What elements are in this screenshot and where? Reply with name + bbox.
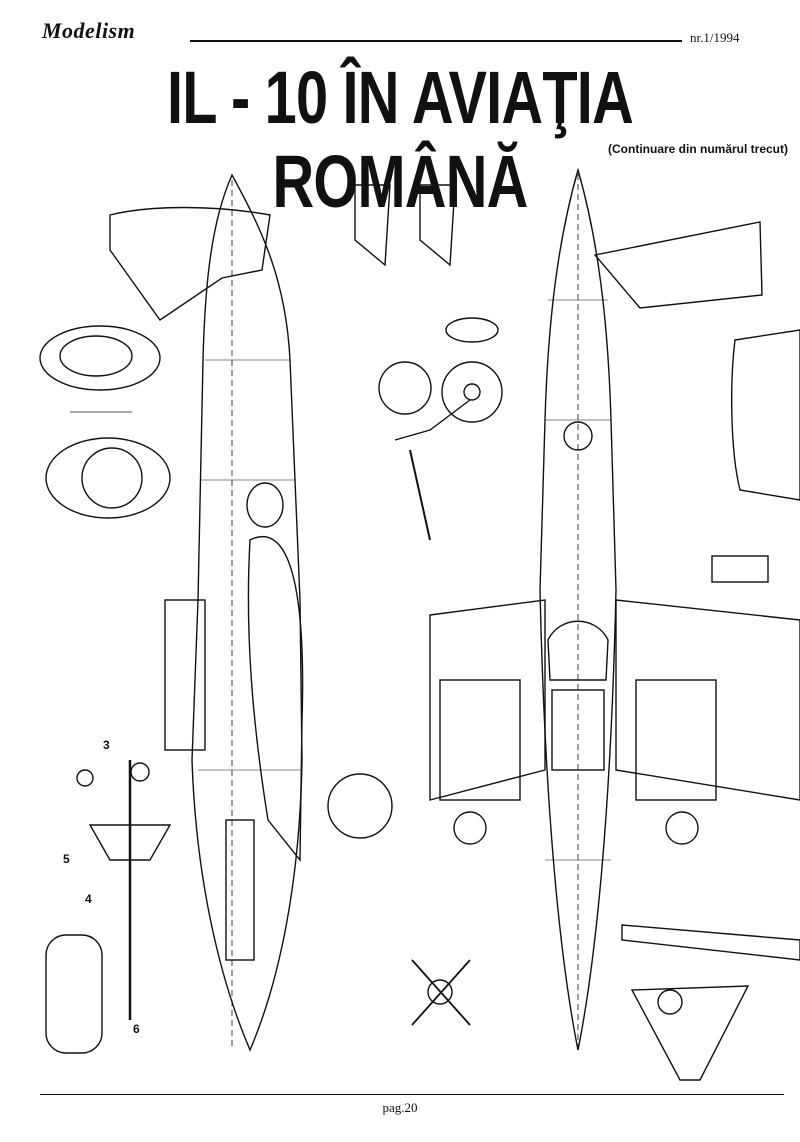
issue-number: nr.1/1994 xyxy=(690,30,740,45)
callout-label: 4 xyxy=(85,892,92,906)
landing-gear-drawing xyxy=(45,760,172,1054)
article-title: IL - 10 ÎN AVIAŢIA ROMÂNĂ xyxy=(167,56,634,223)
main-gear-detail xyxy=(354,184,503,541)
aircraft-plan-drawings xyxy=(39,167,800,1081)
plan-view-drawing xyxy=(429,167,800,1051)
page-number: pag.20 xyxy=(382,1100,418,1115)
masthead-rule xyxy=(190,40,682,42)
callout-label: 6 xyxy=(133,1022,140,1036)
magazine-logo: Modelism xyxy=(42,18,136,43)
callout-label: 5 xyxy=(63,852,70,866)
footer-rule xyxy=(40,1094,784,1095)
side-view-drawing xyxy=(109,173,304,1052)
detail-drawings-left xyxy=(39,325,171,519)
callout-label: 3 xyxy=(103,738,110,752)
article-subtitle: (Continuare din numărul trecut) xyxy=(608,142,788,156)
detail-drawings-right xyxy=(327,221,800,1081)
